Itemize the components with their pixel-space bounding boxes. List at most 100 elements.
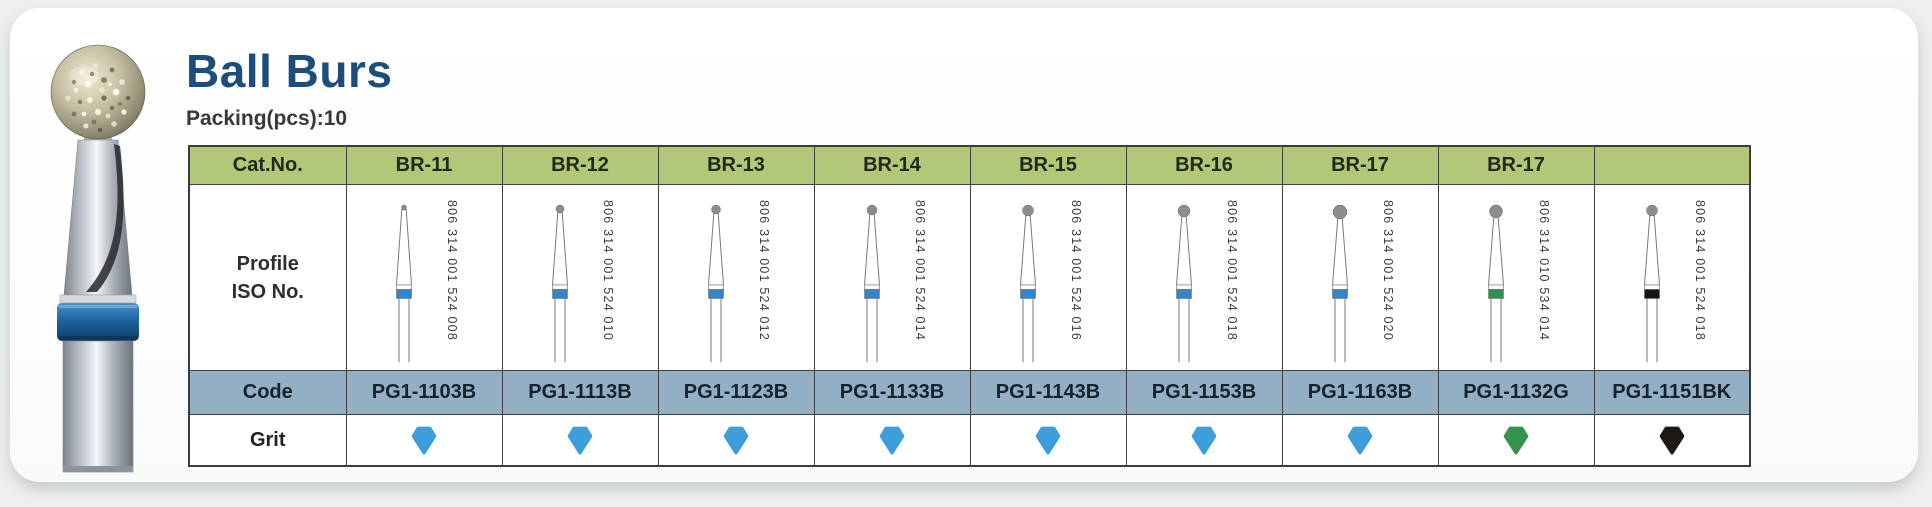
bur-ball-tip xyxy=(1489,204,1503,218)
grit-cell xyxy=(813,414,971,467)
ball-bur-photo-image xyxy=(50,44,146,473)
profile-row: Profile ISO No. 806 314 001 524 008 806 … xyxy=(188,184,1751,371)
cat-no-cell: BR-13 xyxy=(657,145,815,185)
grit-diamond-icon-blue xyxy=(1347,426,1373,455)
bur-ball-tip xyxy=(401,204,407,210)
profile-cell: 806 314 001 524 018 xyxy=(1125,184,1283,371)
grit-diamond-icon-black xyxy=(1659,426,1685,455)
grit-band xyxy=(1020,288,1036,299)
iso-number: 806 314 001 524 012 xyxy=(757,199,771,341)
bur-ball-tip xyxy=(1646,204,1658,216)
bur-profile-drawing xyxy=(551,204,569,362)
grit-band xyxy=(1332,288,1348,299)
iso-number: 806 314 001 524 014 xyxy=(913,199,927,341)
bur-ball-tip xyxy=(1022,204,1034,216)
grit-cell xyxy=(345,414,503,467)
profile-cell: 806 314 010 534 014 xyxy=(1437,184,1595,371)
grit-band xyxy=(1176,288,1192,299)
row-label-grit: Grit xyxy=(188,414,347,467)
row-label-cat-no: Cat.No. xyxy=(188,145,347,185)
profile-cell: 806 314 001 524 012 xyxy=(657,184,815,371)
bur-profile-drawing xyxy=(1019,204,1037,362)
bur-profile: 806 314 001 524 018 xyxy=(1127,190,1281,366)
grit-band xyxy=(552,288,568,299)
code-cell: PG1-1103B xyxy=(345,370,503,415)
cat-no-cell: BR-17 xyxy=(1437,145,1595,185)
grit-band xyxy=(396,288,412,299)
row-label-code: Code xyxy=(188,370,347,415)
grit-diamond-icon-blue xyxy=(411,426,437,455)
grit-band xyxy=(1644,288,1660,299)
cat-no-cell: BR-11 xyxy=(345,145,503,185)
grit-diamond-icon-green xyxy=(1503,426,1529,455)
bur-ball-tip xyxy=(866,204,878,215)
bur-profile-drawing xyxy=(1643,204,1660,362)
bur-profile-drawing xyxy=(1487,204,1505,362)
profile-label-line2: ISO No. xyxy=(231,280,304,303)
row-label-profile-iso: Profile ISO No. xyxy=(188,184,347,371)
code-cell: PG1-1113B xyxy=(501,370,659,415)
grit-cell xyxy=(1125,414,1283,467)
code-cell: PG1-1132G xyxy=(1437,370,1595,415)
cat-no-cell: BR-12 xyxy=(501,145,659,185)
packing-label: Packing(pcs):10 xyxy=(186,107,348,130)
bur-profile-drawing xyxy=(707,204,725,362)
grit-diamond-icon-blue xyxy=(1191,426,1217,455)
grit-band xyxy=(1488,288,1504,299)
grit-cell xyxy=(501,414,659,467)
code-cell: PG1-1163B xyxy=(1281,370,1439,415)
grit-band xyxy=(708,288,724,299)
iso-number: 806 314 001 524 016 xyxy=(1069,199,1083,341)
bur-profile: 806 314 001 524 020 xyxy=(1283,190,1437,366)
profile-cell: 806 314 001 524 020 xyxy=(1281,184,1439,371)
bur-profile: 806 314 001 524 016 xyxy=(971,190,1125,366)
iso-number: 806 314 001 524 010 xyxy=(601,199,615,341)
grit-cell xyxy=(1593,414,1751,467)
bur-ball-tip xyxy=(1177,204,1191,217)
grit-diamond-icon-blue xyxy=(723,426,749,455)
bur-profile: 806 314 001 524 012 xyxy=(659,190,813,366)
grit-band xyxy=(864,288,880,299)
profile-cell: 806 314 001 524 008 xyxy=(345,184,503,371)
bur-profile-drawing xyxy=(1175,204,1193,362)
ball-bur-photo xyxy=(24,14,174,480)
profile-label-line1: Profile xyxy=(236,252,299,275)
code-cell: PG1-1143B xyxy=(969,370,1127,415)
profile-cell: 806 314 001 524 018 xyxy=(1593,184,1751,371)
iso-number: 806 314 001 524 018 xyxy=(1692,199,1707,341)
profile-cell: 806 314 001 524 016 xyxy=(969,184,1127,371)
bur-ball-tip xyxy=(711,204,721,214)
iso-number: 806 314 001 524 020 xyxy=(1381,199,1395,341)
grit-cell xyxy=(657,414,815,467)
bur-profile: 806 314 001 524 010 xyxy=(503,190,657,366)
grit-cell xyxy=(969,414,1127,467)
code-cell: PG1-1151BK xyxy=(1593,370,1751,415)
bur-ball-tip xyxy=(1332,204,1348,219)
bur-profile-drawing xyxy=(863,204,881,362)
grit-diamond-icon-blue xyxy=(879,426,905,455)
diamond-grit-speckles xyxy=(65,63,131,133)
cat-no-cell xyxy=(1593,145,1751,185)
cat-no-cell: BR-14 xyxy=(813,145,971,185)
bur-profile-drawing xyxy=(1331,204,1349,362)
iso-number: 806 314 001 524 018 xyxy=(1225,199,1239,341)
profile-cell: 806 314 001 524 014 xyxy=(813,184,971,371)
cat-no-cell: BR-16 xyxy=(1125,145,1283,185)
code-cell: PG1-1153B xyxy=(1125,370,1283,415)
grit-cell xyxy=(1281,414,1439,467)
code-cell: PG1-1123B xyxy=(657,370,815,415)
profile-cell: 806 314 001 524 010 xyxy=(501,184,659,371)
blue-ring-band xyxy=(57,303,139,341)
iso-number: 806 314 001 524 008 xyxy=(445,199,459,341)
code-cell: PG1-1133B xyxy=(813,370,971,415)
grit-diamond-icon-blue xyxy=(567,426,593,455)
bur-profile: 806 314 001 524 008 xyxy=(347,190,501,366)
bur-profile: 806 314 001 524 014 xyxy=(815,190,969,366)
iso-number: 806 314 010 534 014 xyxy=(1537,199,1551,341)
bur-profile-drawing xyxy=(395,204,413,362)
